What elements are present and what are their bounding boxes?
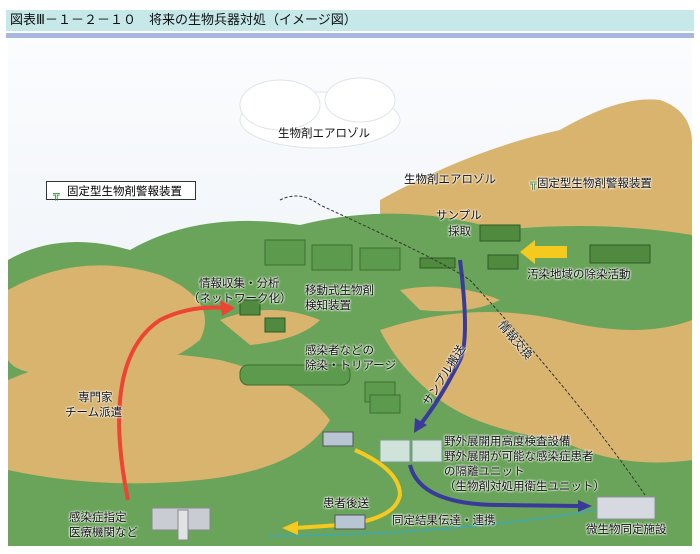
label-fixed-alarm: ╦固定型生物剤警報装置: [530, 176, 652, 191]
label-info-1: 情報収集・分析: [199, 276, 280, 290]
arrow-head: [220, 300, 235, 316]
decon-arrow-head: [520, 240, 535, 264]
sensor-icon: ╦: [53, 188, 60, 201]
hill: [8, 265, 205, 374]
hill: [380, 312, 692, 463]
arrow-head: [414, 418, 427, 433]
label-mobile-2: 検知装置: [305, 298, 351, 312]
legend-label: 固定型生物剤警報装置: [67, 184, 182, 198]
hill: [8, 353, 330, 484]
hospital-building: [151, 507, 211, 541]
label-expert-1: 専門家: [78, 390, 113, 404]
label-hospital-1: 感染症指定: [69, 510, 127, 524]
label-sampling-2: 採取: [448, 224, 471, 238]
label-field-4: （生物剤対処用衛生ユニット）: [444, 479, 605, 493]
sample-transport-arrow: [418, 259, 467, 427]
info-exchange-line: [279, 195, 646, 496]
label-aerosol: 生物剤エアロゾル: [404, 172, 496, 186]
to-lab-arrow: [408, 464, 581, 508]
label-evac: 患者後送: [323, 496, 369, 510]
lab-building: [596, 496, 656, 520]
fixed-alarm-text: 固定型生物剤警報装置: [536, 176, 652, 190]
tents: [239, 239, 401, 414]
isolation-units: [379, 439, 443, 463]
label-lab: 微生物同定施設: [586, 522, 667, 536]
figure-title: 図表Ⅲ－１－２－１０ 将来の生物兵器対処（イメージ図）: [6, 10, 694, 31]
label-triage-1: 感染者などの: [305, 343, 374, 357]
expert-dispatch-arrow: [117, 305, 226, 501]
sensor-icon: ╦: [530, 176, 537, 190]
hill: [400, 286, 500, 312]
title-divider: [6, 33, 694, 38]
label-triage-2: 除染・トリアージ: [305, 358, 397, 372]
label-info-2: （ネットワーク化）: [188, 291, 292, 305]
label-sampling-1: サンプル: [436, 208, 482, 222]
vehicles: [239, 224, 651, 333]
arrow-head: [282, 521, 298, 535]
label-field-3: の隔離ユニット: [444, 464, 525, 478]
label-field-2: 野外展開が可能な感染症患者: [444, 449, 594, 463]
arrow-head: [578, 500, 592, 512]
label-decon-area: 汚染地域の除染活動: [527, 267, 631, 281]
label-hospital-2: 医療機関など: [69, 525, 138, 539]
legend-box: ╦ 固定型生物剤警報装置: [46, 181, 196, 201]
label-mobile-1: 移動式生物剤: [305, 283, 374, 297]
label-expert-2: チーム派遣: [65, 405, 123, 419]
label-field-1: 野外展開用高度検査設備: [444, 434, 571, 448]
ambulances: [322, 431, 366, 530]
cloud: [239, 77, 401, 149]
label-aerosol-cloud: 生物剤エアロゾル: [278, 126, 370, 140]
label-result: 同定結果伝達・連携: [392, 513, 496, 527]
